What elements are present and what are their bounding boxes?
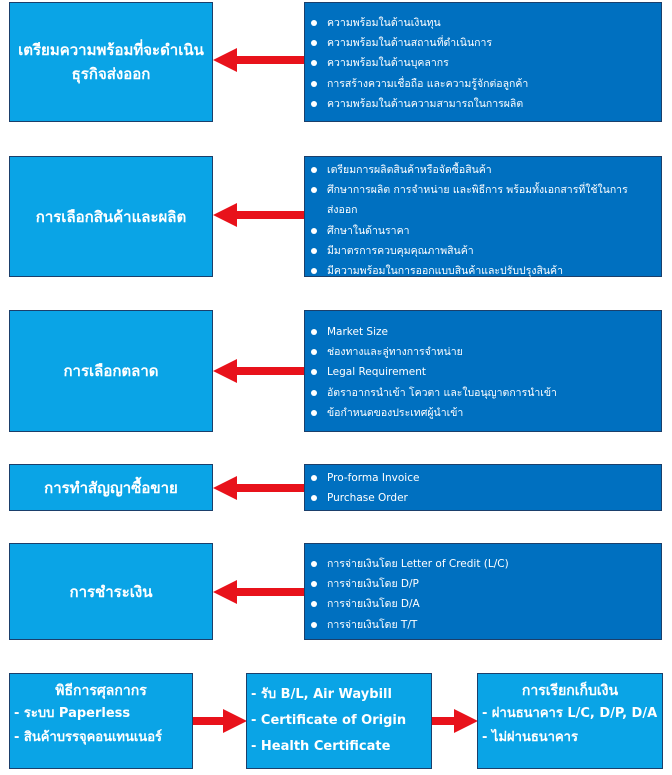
step-title: เตรียมความพร้อมที่จะดำเนินธุรกิจส่งออก [18, 41, 204, 83]
detail-item: ศึกษาการผลิต การจำหน่าย และพิธีการ พร้อม… [311, 180, 661, 220]
customs-line: - สินค้าบรรจุคอนเทนเนอร์ [14, 730, 162, 745]
step-title: การเลือกสินค้าและผลิต [35, 207, 187, 226]
customs-title: พิธีการศุลกากร [55, 683, 147, 699]
step-box-market: การเลือกตลาด [9, 310, 213, 432]
customs-line: - ระบบ Paperless [14, 706, 131, 721]
step-box-contract: การทำสัญญาซื้อขาย [9, 464, 213, 511]
detail-item: การจ่ายเงินโดย D/P [311, 574, 661, 594]
documents-line: - Certificate of Origin [251, 713, 407, 728]
step-box-prepare: เตรียมความพร้อมที่จะดำเนินธุรกิจส่งออก [9, 2, 213, 122]
detail-item: มีความพร้อมในการออกแบบสินค้าและปรับปรุงส… [311, 261, 661, 281]
detail-item: มีมาตรการควบคุมคุณภาพสินค้า [311, 241, 661, 261]
detail-item: อัตราอากรนำเข้า โควตา และใบอนุญาตการนำเข… [311, 383, 661, 403]
detail-item: ความพร้อมในด้านสถานที่ดำเนินการ [311, 33, 661, 53]
detail-item: ข้อกำหนดของประเทศผู้นำเข้า [311, 403, 661, 423]
detail-item: ความพร้อมในด้านเงินทุน [311, 13, 661, 33]
detail-item: ความพร้อมในด้านความสามารถในการผลิต [311, 94, 661, 114]
detail-item: Market Size [311, 322, 661, 342]
step-details-prepare: ความพร้อมในด้านเงินทุน ความพร้อมในด้านสถ… [304, 2, 662, 122]
step-box-payment: การชำระเงิน [9, 543, 213, 640]
arrow-left-icon [213, 48, 305, 72]
arrow-right-icon [432, 709, 478, 733]
arrow-left-icon [213, 203, 305, 227]
collection-line: - ผ่านธนาคาร L/C, D/P, D/A [482, 706, 658, 721]
step-details-payment: การจ่ายเงินโดย Letter of Credit (L/C) กา… [304, 543, 662, 640]
detail-item: การจ่ายเงินโดย T/T [311, 615, 661, 635]
step-details-contract: Pro-forma Invoice Purchase Order [304, 464, 662, 511]
documents-box: - รับ B/L, Air Waybill - Certificate of … [246, 673, 432, 769]
step-box-product: การเลือกสินค้าและผลิต [9, 156, 213, 277]
documents-line: - รับ B/L, Air Waybill [251, 687, 392, 702]
detail-item: ความพร้อมในด้านบุคลากร [311, 53, 661, 73]
arrow-right-icon [193, 709, 247, 733]
step-title: การเลือกตลาด [63, 362, 159, 380]
detail-item: การจ่ายเงินโดย Letter of Credit (L/C) [311, 554, 661, 574]
detail-item: Pro-forma Invoice [311, 468, 661, 488]
step-title: การชำระเงิน [69, 582, 153, 601]
customs-box: พิธีการศุลกากร - ระบบ Paperless - สินค้า… [9, 673, 193, 769]
detail-item: ศึกษาในด้านราคา [311, 221, 661, 241]
detail-item: ช่องทางและลู่ทางการจำหน่าย [311, 342, 661, 362]
detail-item: การจ่ายเงินโดย D/A [311, 594, 661, 614]
arrow-left-icon [213, 580, 305, 604]
collection-title: การเรียกเก็บเงิน [521, 683, 619, 699]
step-title: การทำสัญญาซื้อขาย [44, 478, 178, 497]
collection-line: - ไม่ผ่านธนาคาร [482, 730, 578, 745]
documents-line: - Health Certificate [251, 739, 391, 754]
collection-box: การเรียกเก็บเงิน - ผ่านธนาคาร L/C, D/P, … [477, 673, 663, 769]
arrow-left-icon [213, 359, 305, 383]
step-details-market: Market Size ช่องทางและลู่ทางการจำหน่าย L… [304, 310, 662, 432]
step-details-product: เตรียมการผลิตสินค้าหรือจัดซื้อสินค้า ศึก… [304, 156, 662, 277]
detail-item: เตรียมการผลิตสินค้าหรือจัดซื้อสินค้า [311, 160, 661, 180]
detail-item: การสร้างความเชื่อถือ และความรู้จักต่อลูก… [311, 74, 661, 94]
detail-item: Legal Requirement [311, 362, 661, 382]
arrow-left-icon [213, 476, 305, 500]
detail-item: Purchase Order [311, 488, 661, 508]
